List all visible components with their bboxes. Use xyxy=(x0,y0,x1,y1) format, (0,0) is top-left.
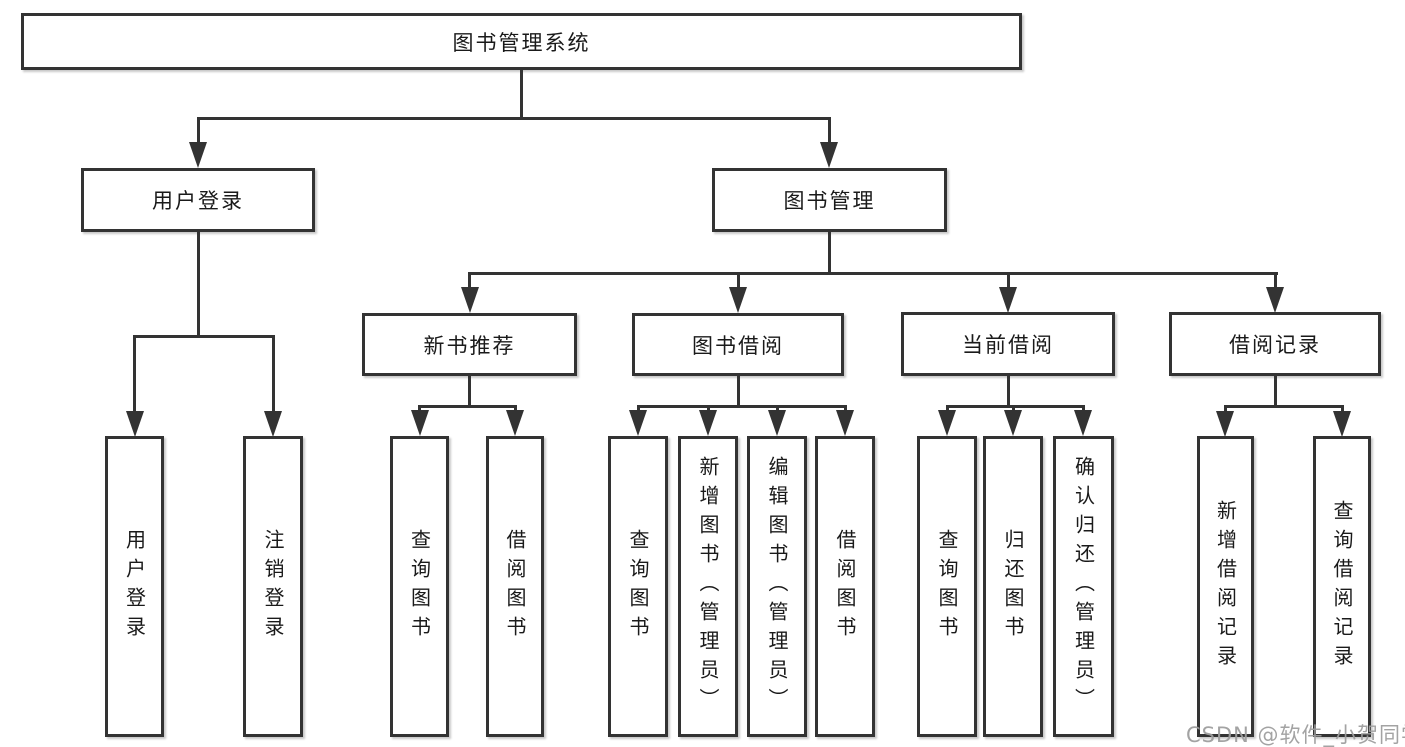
connector-br-drop-1 xyxy=(1224,405,1227,413)
node-br-query-label: 查询借阅记录 xyxy=(1330,499,1354,674)
node-ul-login-label: 用户登录 xyxy=(122,528,147,645)
connector-l2-horizontal xyxy=(197,117,831,120)
node-borrow-record: 借阅记录 xyxy=(1169,312,1381,376)
node-br-add: 新增借阅记录 xyxy=(1197,436,1254,737)
connector-bb-stub xyxy=(737,376,740,408)
connector-cb-drop-1 xyxy=(946,405,949,412)
node-bb-borrow: 借阅图书 xyxy=(815,436,875,737)
arrowhead-new-book-rec xyxy=(461,287,479,313)
arrowhead-nb-query xyxy=(411,410,429,436)
connector-nb-horizontal xyxy=(418,405,517,408)
connector-l3-drop-1 xyxy=(468,272,471,290)
arrowhead-cb-return xyxy=(1004,410,1022,436)
node-user-login-label: 用户登录 xyxy=(152,189,244,213)
connector-bm-stub xyxy=(828,232,831,275)
node-bb-add-label: 新增图书（管理员） xyxy=(696,456,720,717)
connector-ul-drop-right xyxy=(272,335,275,413)
arrowhead-book-borrow xyxy=(729,287,747,313)
connector-br-drop-2 xyxy=(1341,405,1344,413)
node-bb-edit-label: 编辑图书（管理员） xyxy=(765,456,789,717)
connector-bb-drop-1 xyxy=(637,405,640,412)
arrowhead-bb-query xyxy=(629,410,647,436)
arrowhead-ul-logout xyxy=(264,411,282,437)
arrowhead-current-borrow xyxy=(999,287,1017,313)
connector-l3-drop-3 xyxy=(1007,272,1010,290)
arrowhead-br-add xyxy=(1216,411,1234,437)
node-nb-borrow: 借阅图书 xyxy=(486,436,544,737)
connector-bb-horizontal xyxy=(637,405,847,408)
arrowhead-cb-confirm xyxy=(1074,410,1092,436)
connector-ul-horizontal xyxy=(133,335,275,338)
arrowhead-cb-query xyxy=(938,410,956,436)
connector-bb-drop-3 xyxy=(776,405,779,412)
node-user-login: 用户登录 xyxy=(81,168,315,232)
arrowhead-borrow-record xyxy=(1266,287,1284,313)
node-ul-logout-label: 注销登录 xyxy=(261,528,285,645)
connector-l3-drop-2 xyxy=(737,272,740,290)
connector-nb-stub xyxy=(468,376,471,408)
connector-br-stub xyxy=(1274,376,1277,408)
arrowhead-book-mgmt xyxy=(820,142,838,168)
connector-ul-drop-left xyxy=(133,335,136,413)
connector-bb-drop-4 xyxy=(844,405,847,412)
connector-cb-drop-2 xyxy=(1012,405,1015,412)
node-bb-query-label: 查询图书 xyxy=(626,528,650,645)
node-root: 图书管理系统 xyxy=(21,13,1022,70)
node-current-borrow: 当前借阅 xyxy=(901,312,1115,376)
node-nb-borrow-label: 借阅图书 xyxy=(503,528,527,645)
arrowhead-nb-borrow xyxy=(506,410,524,436)
connector-bb-drop-2 xyxy=(707,405,710,412)
connector-cb-horizontal xyxy=(946,405,1085,408)
node-ul-logout: 注销登录 xyxy=(243,436,303,737)
arrowhead-br-query xyxy=(1333,411,1351,437)
connector-cb-drop-3 xyxy=(1082,405,1085,412)
connector-l2-drop-right xyxy=(828,117,831,145)
node-bb-add: 新增图书（管理员） xyxy=(678,436,738,737)
arrowhead-ul-login xyxy=(126,411,144,437)
node-book-borrow-label: 图书借阅 xyxy=(692,333,784,358)
node-book-mgmt-label: 图书管理 xyxy=(783,189,876,213)
connector-br-horizontal xyxy=(1224,405,1343,408)
node-new-book-rec-label: 新书推荐 xyxy=(423,333,516,358)
node-nb-query: 查询图书 xyxy=(390,436,449,737)
csdn-watermark: CSDN @软件_小贺同学 xyxy=(1186,723,1405,747)
connector-nb-drop-1 xyxy=(418,405,421,412)
node-current-borrow-label: 当前借阅 xyxy=(962,333,1054,357)
node-cb-return-label: 归还图书 xyxy=(1001,528,1025,645)
node-cb-query: 查询图书 xyxy=(917,436,977,737)
node-nb-query-label: 查询图书 xyxy=(407,528,432,645)
arrowhead-bb-add xyxy=(699,410,717,436)
node-cb-return: 归还图书 xyxy=(983,436,1043,737)
connector-nb-drop-2 xyxy=(514,405,517,412)
connector-ul-stub xyxy=(197,232,200,338)
arrowhead-bb-borrow xyxy=(836,410,854,436)
connector-root-stub xyxy=(520,70,523,120)
node-bb-edit: 编辑图书（管理员） xyxy=(747,436,807,737)
node-ul-login: 用户登录 xyxy=(105,436,164,737)
connector-l2-drop-left xyxy=(197,117,200,145)
node-new-book-rec: 新书推荐 xyxy=(362,313,577,376)
connector-l3-horizontal xyxy=(468,272,1278,275)
node-br-add-label: 新增借阅记录 xyxy=(1213,499,1238,674)
arrowhead-user-login xyxy=(189,142,207,168)
node-cb-confirm-label: 确认归还（管理员） xyxy=(1071,456,1096,717)
connector-cb-stub xyxy=(1007,376,1010,408)
node-root-label: 图书管理系统 xyxy=(452,30,591,55)
node-bb-query: 查询图书 xyxy=(608,436,668,737)
node-br-query: 查询借阅记录 xyxy=(1313,436,1371,737)
connector-l3-drop-4 xyxy=(1274,272,1277,290)
node-bb-borrow-label: 借阅图书 xyxy=(833,528,857,645)
arrowhead-bb-edit xyxy=(768,410,786,436)
node-book-mgmt: 图书管理 xyxy=(712,168,947,232)
node-borrow-record-label: 借阅记录 xyxy=(1229,333,1321,357)
node-book-borrow: 图书借阅 xyxy=(632,313,844,376)
node-cb-confirm: 确认归还（管理员） xyxy=(1053,436,1114,737)
node-cb-query-label: 查询图书 xyxy=(935,528,959,645)
